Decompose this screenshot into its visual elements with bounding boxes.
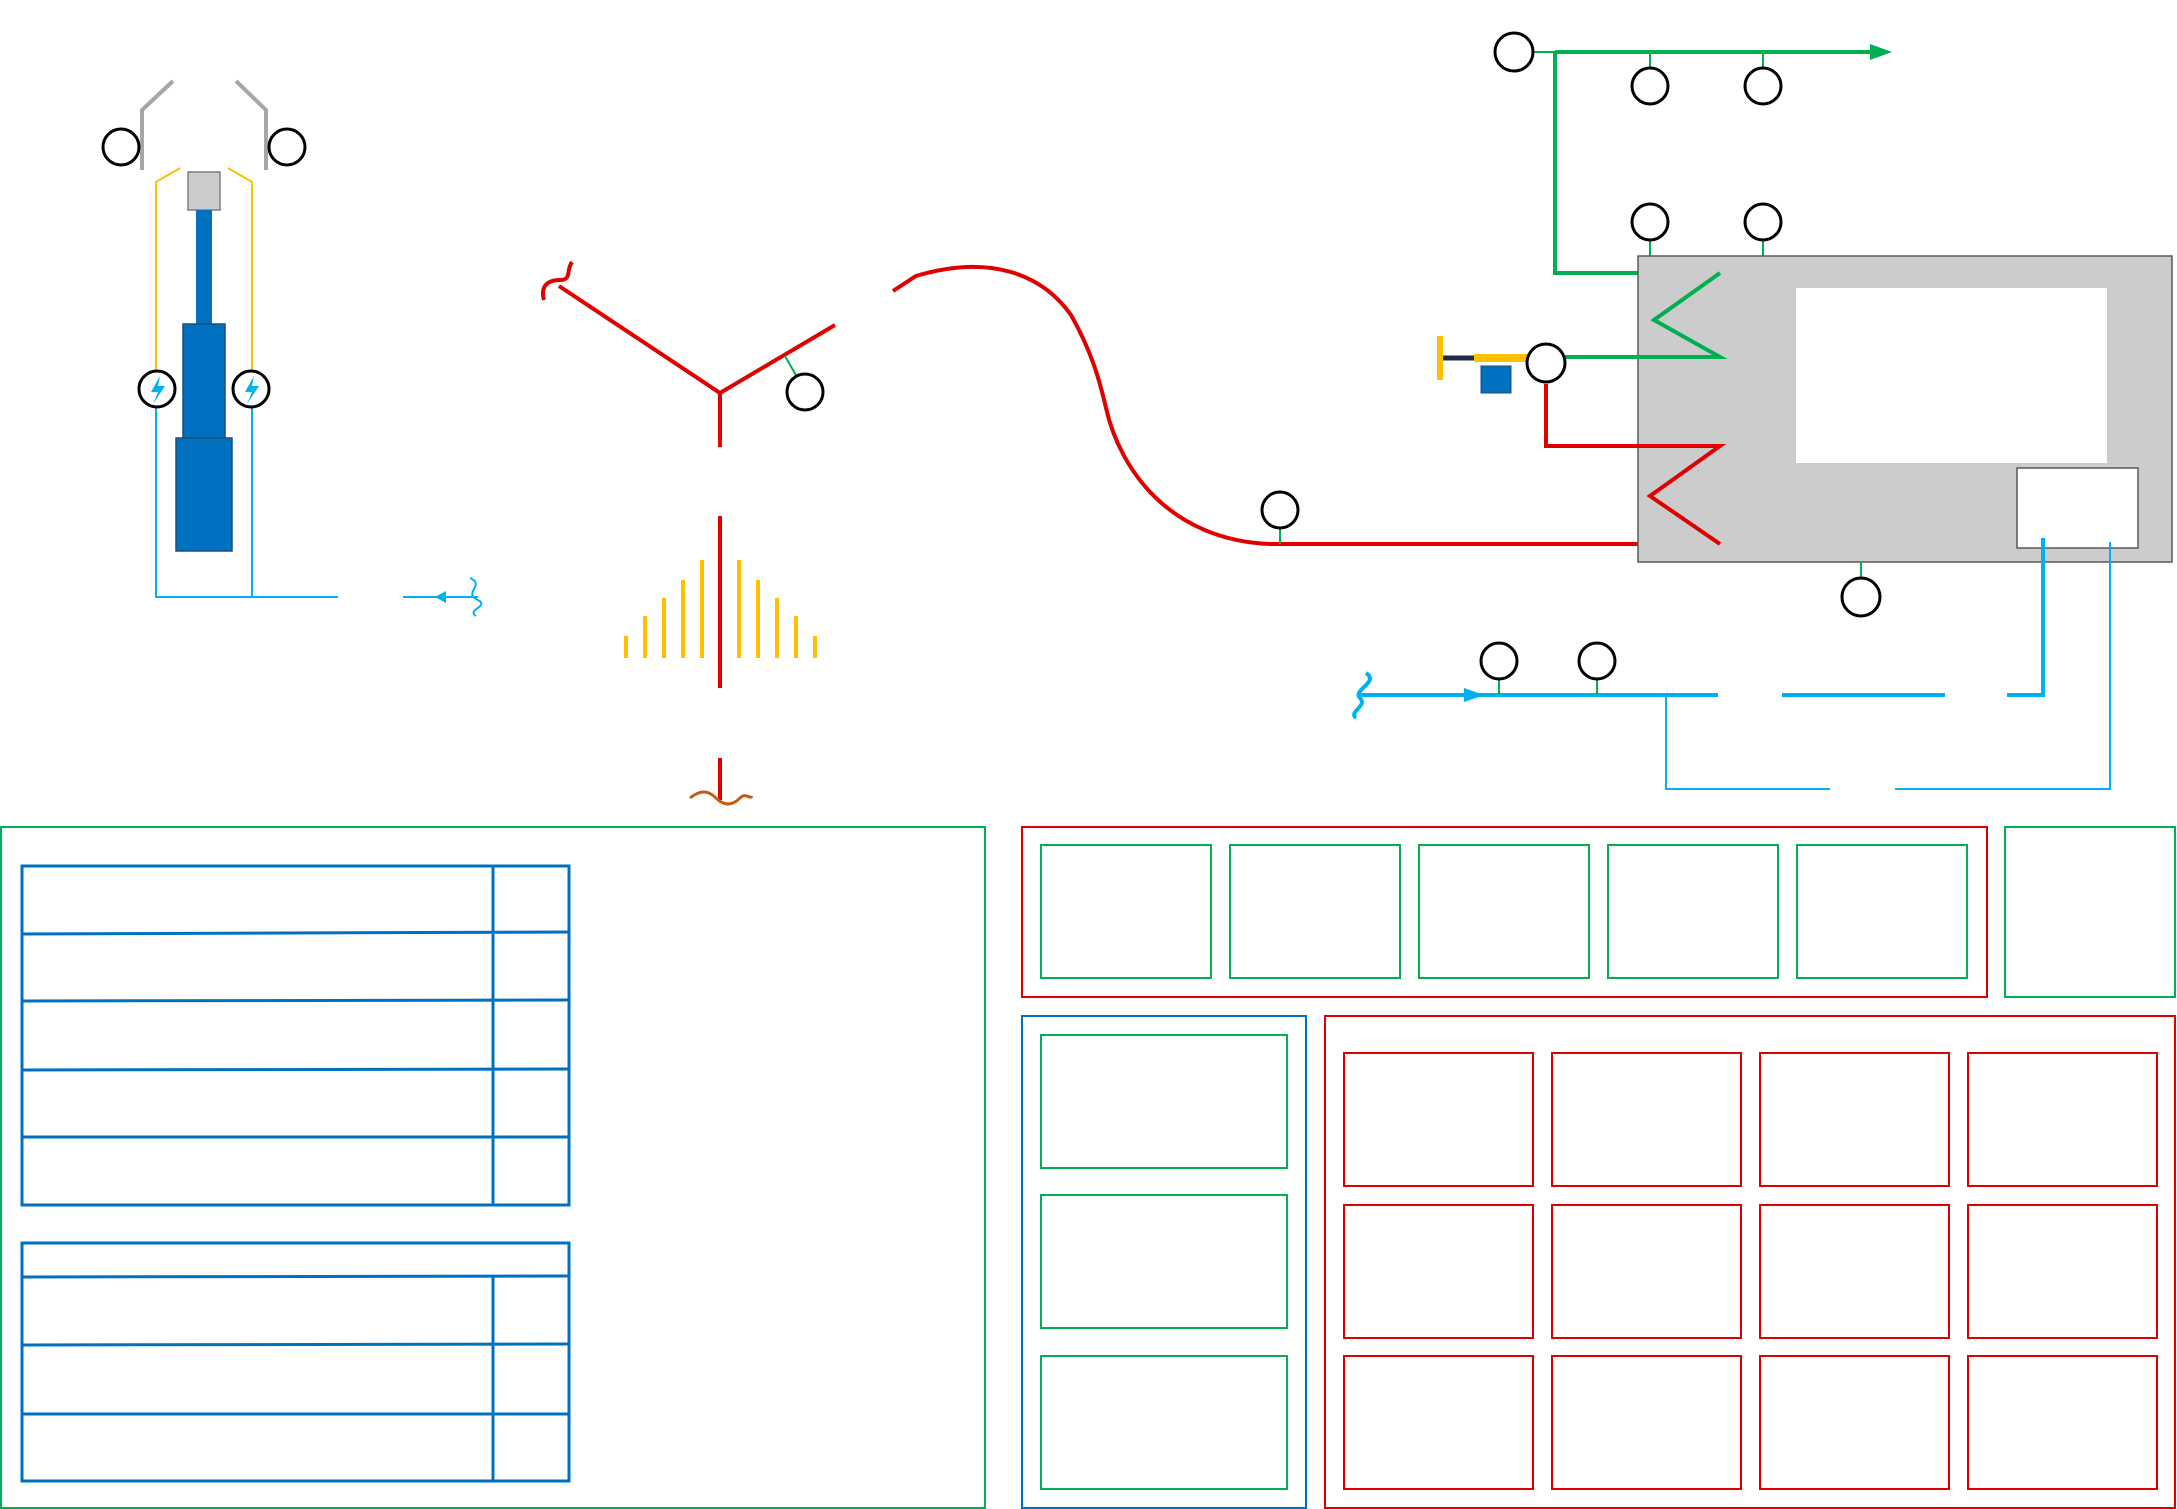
actuator-block	[1480, 365, 1512, 394]
node-circle	[1479, 641, 1519, 681]
node-circle	[1630, 202, 1670, 242]
node-circle	[1743, 66, 1783, 106]
lightning-icon	[151, 376, 165, 404]
table-two-row-divider	[21, 1274, 570, 1279]
table-one-row-divider	[21, 998, 570, 1003]
right-guide-line	[227, 167, 253, 375]
return-break-squiggle	[1352, 671, 1372, 720]
top-right-cell	[1607, 844, 1779, 979]
table-one-frame	[20, 864, 571, 1207]
table-one-row-divider	[21, 930, 570, 936]
grid-cell	[1343, 1355, 1534, 1490]
valve-actuator	[1437, 336, 1567, 394]
grid-cell	[1759, 1355, 1950, 1490]
top-right-cell	[1040, 844, 1212, 979]
table-two-row-divider	[21, 1342, 570, 1347]
node-circle	[1525, 342, 1567, 384]
curved-red-line	[891, 264, 1723, 546]
grid-cell	[1759, 1052, 1950, 1187]
left-panel-group	[0, 826, 986, 1509]
right-gripper-arm	[234, 79, 268, 170]
piston-cap	[187, 171, 221, 211]
table-two	[20, 1241, 571, 1483]
cabinet-display	[1796, 288, 2107, 463]
left-guide-line	[155, 167, 181, 375]
top-right-panel-group	[1021, 826, 1988, 998]
return-bypass-line	[1665, 695, 1830, 790]
cylinder-drain-line	[155, 390, 338, 598]
return-bypass-line	[1895, 542, 2111, 790]
plunger-cylinder	[101, 79, 483, 617]
rotor-sensor-tap	[784, 355, 798, 378]
node-circle	[1840, 576, 1882, 618]
return-arrowhead	[1464, 688, 1484, 702]
top-right-cell	[1796, 844, 1968, 979]
grid-cell	[1343, 1204, 1534, 1339]
curved-red-path	[891, 264, 1723, 546]
node-circle	[1260, 490, 1300, 530]
grid-cell	[1967, 1052, 2158, 1187]
cylinder-body	[182, 323, 226, 440]
left-gripper-arm	[140, 79, 175, 170]
grid-cell	[1551, 1355, 1742, 1490]
grid-cell	[1343, 1052, 1534, 1187]
node-circle	[1743, 202, 1783, 242]
node-circle	[1630, 66, 1670, 106]
top-right-cell	[1418, 844, 1590, 979]
left-stack-frame	[1021, 1015, 1307, 1509]
left-group-frame	[0, 826, 986, 1509]
top-right-cell	[1229, 844, 1401, 979]
piston-rod	[196, 210, 212, 325]
control-cabinet	[1544, 255, 2173, 618]
grid-panel-group	[1324, 1015, 2176, 1509]
node-circle	[1577, 641, 1617, 681]
node-circle	[267, 127, 307, 167]
blue-return-line	[1352, 538, 2111, 790]
left-stack-cell	[1040, 1034, 1288, 1169]
grid-cell	[1967, 1204, 2158, 1339]
node-circle	[101, 127, 141, 167]
green-supply-line	[1493, 31, 1892, 275]
return-riser	[2007, 538, 2045, 697]
pulse-fan	[624, 516, 817, 806]
grid-cell	[1967, 1355, 2158, 1490]
cabinet-subpanel	[2016, 467, 2139, 549]
table-one	[20, 864, 571, 1207]
node-circle	[1493, 31, 1535, 73]
lightning-icon	[245, 376, 259, 404]
drain-arrowhead	[435, 591, 446, 603]
three-arm-rotor	[541, 260, 837, 447]
cylinder-base	[175, 437, 233, 552]
grid-cell	[1551, 1052, 1742, 1187]
heat-exchanger-green	[1564, 271, 1728, 359]
table-one-row-divider	[21, 1067, 570, 1072]
left-stack-cell	[1040, 1355, 1288, 1490]
supply-arrowhead	[1870, 44, 1892, 60]
table-two-frame	[20, 1241, 571, 1483]
top-right-frame	[1021, 826, 1988, 998]
side-box	[2004, 826, 2176, 998]
heat-exchanger-red	[1544, 384, 1727, 546]
grid-cell	[1759, 1204, 1950, 1339]
node-circle	[785, 372, 825, 412]
left-stack-cell	[1040, 1194, 1288, 1329]
left-stack-group	[1021, 1015, 1307, 1509]
grid-cell	[1551, 1204, 1742, 1339]
ground-squiggle	[689, 790, 754, 806]
rotor-break-squiggle	[541, 260, 574, 301]
drain-break-squiggle	[469, 577, 483, 617]
grid-frame	[1324, 1015, 2176, 1509]
